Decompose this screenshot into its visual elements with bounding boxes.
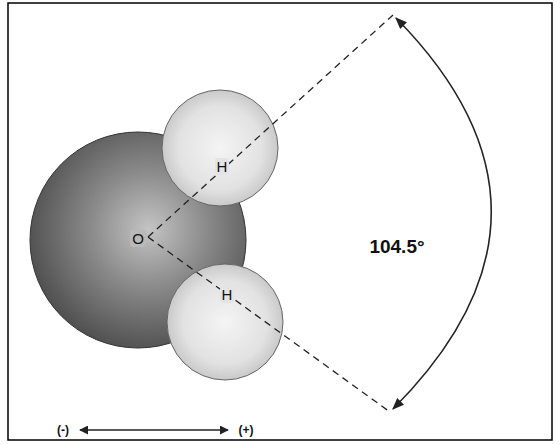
bond-axis [148,15,393,237]
atom-symbol: O [130,230,146,247]
polarity-arrow [80,429,228,430]
negative-pole: (-) [57,424,69,436]
hydrogen-atom: H [162,90,278,206]
atom-symbol: H [215,158,230,175]
hydrogen-sphere [162,90,278,206]
hydrogen-atom: H [167,264,283,380]
bond-axis [148,237,390,412]
positive-pole: (+) [239,424,254,436]
atom-symbol: H [220,286,235,303]
frame [8,3,552,440]
angle-arc [393,18,491,409]
oxygen-atom: O [30,132,246,348]
angle-value: 104.5° [369,237,424,256]
